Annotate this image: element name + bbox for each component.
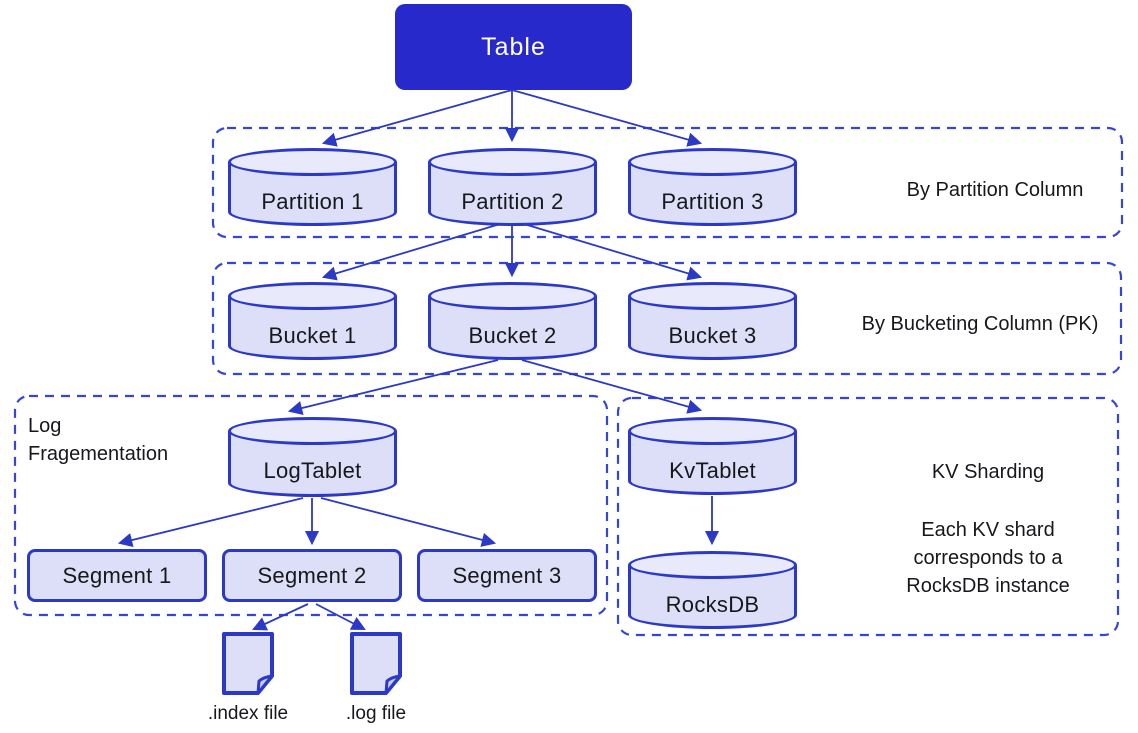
cylinder-top (428, 148, 597, 176)
cylinder-top (428, 282, 597, 310)
cylinder-top (228, 282, 397, 310)
arrow-bucket2-kvtablet (521, 359, 703, 414)
partition-1-label: Partition 1 (261, 189, 364, 214)
partition-group-label: By Partition Column (906, 179, 1084, 201)
arrow-bucket2-logtablet (287, 359, 499, 416)
arrow-segment2-indexfile (252, 603, 309, 631)
logtablet-cylinder: LogTablet (228, 417, 397, 497)
partition-2-label: Partition 2 (461, 189, 564, 214)
kvtablet-label: KvTablet (669, 458, 756, 483)
log-file-icon (350, 632, 402, 695)
cylinder-top (628, 551, 797, 579)
kv-group-note: Each KV shard corresponds to a RocksDB i… (906, 519, 1070, 597)
partition-2-cylinder: Partition 2 (428, 148, 597, 226)
kv-group-label: KV Sharding (931, 461, 1045, 483)
table-node: Table (395, 4, 632, 90)
bucket-1-cylinder: Bucket 1 (228, 282, 397, 360)
segment-1-node: Segment 1 (27, 549, 207, 602)
bucket-1-label: Bucket 1 (268, 323, 357, 348)
segment-3-label: Segment 3 (452, 562, 562, 588)
arrow-table-partition1 (321, 89, 513, 147)
arrow-logtablet-segment1 (117, 497, 304, 548)
bucket-3-label: Bucket 3 (668, 323, 757, 348)
bucket-2-label: Bucket 2 (468, 323, 557, 348)
arrow-table-partition3 (511, 89, 703, 147)
rocksdb-label: RocksDB (665, 592, 760, 617)
arrow-partition2-bucket1 (321, 223, 501, 281)
log-file-label: .log file (345, 703, 407, 724)
index-file-label: .index file (207, 703, 289, 724)
cylinder-top (628, 148, 797, 176)
cylinder-top (628, 282, 797, 310)
logtablet-label: LogTablet (263, 458, 362, 483)
segment-2-label: Segment 2 (257, 562, 367, 588)
arrow-logtablet-segment3 (320, 497, 497, 547)
arrow-partition2-bucket3 (523, 223, 703, 281)
segment-3-node: Segment 3 (417, 549, 597, 602)
partition-1-cylinder: Partition 1 (228, 148, 397, 226)
segment-1-label: Segment 1 (62, 562, 172, 588)
bucket-group-label: By Bucketing Column (PK) (861, 313, 1099, 335)
kvtablet-cylinder: KvTablet (628, 417, 797, 495)
partition-3-label: Partition 3 (661, 189, 764, 214)
cylinder-top (228, 148, 397, 176)
cylinder-top (228, 417, 397, 445)
table-node-label: Table (481, 32, 546, 61)
log-group-label: Log Fragementation (28, 415, 169, 465)
bucket-3-cylinder: Bucket 3 (628, 282, 797, 360)
segment-2-node: Segment 2 (222, 549, 402, 602)
index-file-icon (222, 632, 274, 695)
cylinder-top (628, 417, 797, 445)
bucket-2-cylinder: Bucket 2 (428, 282, 597, 360)
arrow-segment2-logfile (315, 603, 366, 630)
partition-3-cylinder: Partition 3 (628, 148, 797, 226)
rocksdb-cylinder: RocksDB (628, 551, 797, 629)
